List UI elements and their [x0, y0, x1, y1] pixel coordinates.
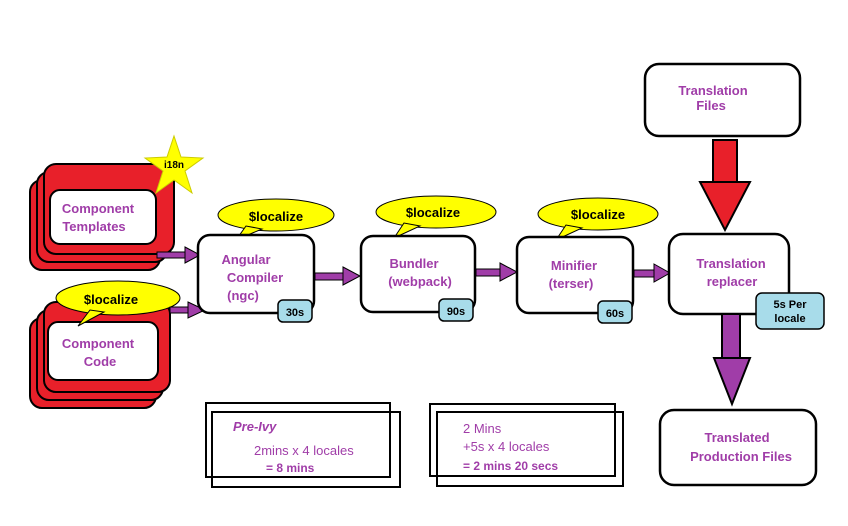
i18n-label: i18n	[164, 160, 184, 171]
arrow-translation-files-replacer	[698, 139, 752, 233]
bundler-node: $localize Bundler (webpack) 90s	[359, 195, 497, 322]
production-files-label-1: Translated	[704, 430, 769, 445]
ivy-note: 2 Mins +5s x 4 locales = 2 mins 20 secs	[429, 403, 624, 487]
minifier-label-1: Minifier	[551, 258, 597, 273]
pre-ivy-line-2: = 8 mins	[266, 461, 315, 475]
code-localize-label: $localize	[84, 292, 138, 307]
component-templates-node: Component Templates	[29, 163, 175, 271]
replacer-time-line-2: locale	[774, 313, 805, 325]
translation-files-label-1: Translation	[678, 83, 747, 98]
component-code-node: Component Code	[29, 301, 171, 409]
replacer-time-line-1: 5s Per	[773, 299, 807, 311]
minifier-node: $localize Minifier (terser) 60s	[515, 197, 659, 324]
arrow-replacer-production	[712, 313, 752, 407]
ivy-line-3: = 2 mins 20 secs	[463, 459, 558, 473]
pre-ivy-note: Pre-Ivy 2mins x 4 locales = 8 mins	[205, 402, 401, 488]
production-files-label-2: Production Files	[690, 449, 792, 464]
bundler-label-1: Bundler	[389, 256, 438, 271]
translation-files-node: Translation Files	[643, 62, 802, 138]
bundler-localize-label: $localize	[406, 205, 460, 220]
input-arrows	[156, 246, 207, 319]
replacer-label-2: replacer	[707, 274, 758, 289]
replacer-time-badge: 5s Per locale	[755, 292, 825, 330]
ivy-line-1: 2 Mins	[463, 421, 502, 436]
compiler-label-2: Compiler	[227, 270, 283, 285]
compiler-localize-label: $localize	[249, 209, 303, 224]
translation-files-label-2: Files	[696, 98, 726, 113]
compiler-label-3: (ngc)	[227, 288, 259, 303]
minifier-label-2: (terser)	[549, 276, 594, 291]
ivy-line-2: +5s x 4 locales	[463, 439, 550, 454]
arrow-compiler-bundler	[314, 266, 362, 286]
compiler-node: $localize Angular Compiler (ngc) 30s	[196, 198, 335, 323]
compiler-time-badge: 30s	[286, 307, 304, 319]
bundler-time-badge: 90s	[447, 306, 465, 318]
component-templates-label-1: Component	[62, 201, 135, 216]
component-code-label-1: Component	[62, 336, 135, 351]
i18n-star-icon: i18n	[143, 134, 205, 195]
arrow-minifier-replacer	[633, 263, 672, 283]
production-files-node: Translated Production Files	[658, 408, 818, 487]
minifier-time-badge: 60s	[606, 308, 624, 320]
arrow-bundler-minifier	[475, 262, 519, 282]
replacer-label-1: Translation	[696, 256, 765, 271]
component-templates-label-2: Templates	[62, 219, 125, 234]
code-localize-bubble: $localize	[55, 280, 181, 327]
bundler-label-2: (webpack)	[388, 274, 452, 289]
pre-ivy-line-1: 2mins x 4 locales	[254, 443, 354, 458]
pre-ivy-title: Pre-Ivy	[233, 419, 277, 434]
minifier-localize-label: $localize	[571, 207, 625, 222]
component-code-label-2: Code	[84, 354, 117, 369]
compiler-label-1: Angular	[221, 252, 270, 267]
